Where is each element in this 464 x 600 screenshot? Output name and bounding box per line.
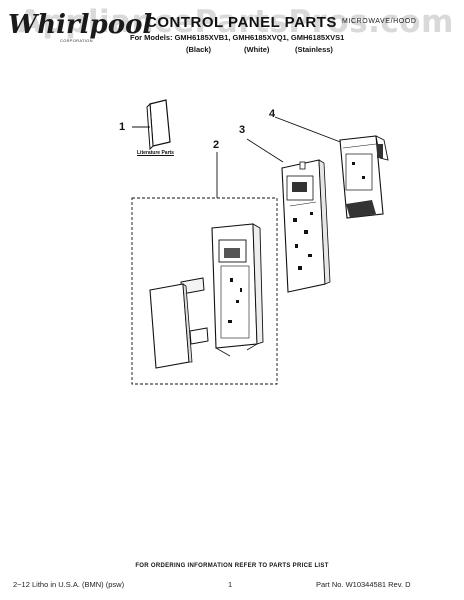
litho-line: 2−12 Litho in U.S.A. (BMN) (psw) xyxy=(13,580,125,589)
callout-4: 4 xyxy=(269,108,276,120)
assembly-dashed-frame xyxy=(131,197,278,385)
electronic-control-board xyxy=(281,159,331,293)
control-panel-overlay xyxy=(149,283,193,369)
literature-parts-label: Literature Parts xyxy=(137,150,174,156)
category-label: MICROWAVE/HOOD xyxy=(342,18,417,25)
models-line: For Models: GMH6185XVB1, GMH6185XVQ1, GM… xyxy=(130,33,345,42)
watermark: AppliancePartsPros.com xyxy=(18,4,454,40)
variant-white: (White) xyxy=(244,45,270,54)
leader-line-3 xyxy=(246,138,284,163)
control-panel-assembly xyxy=(211,223,264,357)
page-number: 1 xyxy=(228,580,233,589)
part-number: Part No. W10344581 Rev. D xyxy=(316,580,411,589)
variant-stainless: (Stainless) xyxy=(295,45,333,54)
callout-3: 3 xyxy=(239,124,246,136)
brand-logo: Whirlpool xyxy=(8,10,153,40)
brand-subtitle: CORPORATION xyxy=(60,38,93,43)
variant-black: (Black) xyxy=(186,45,212,54)
callout-1: 1 xyxy=(119,121,126,133)
callout-2: 2 xyxy=(213,139,220,151)
literature-parts-booklet xyxy=(146,99,171,151)
bracket-tab xyxy=(189,327,209,345)
page-title: CONTROL PANEL PARTS xyxy=(146,14,337,31)
leader-line-4 xyxy=(274,116,344,144)
mounting-bracket xyxy=(339,135,389,219)
ordering-info: FOR ORDERING INFORMATION REFER TO PARTS … xyxy=(135,563,329,569)
